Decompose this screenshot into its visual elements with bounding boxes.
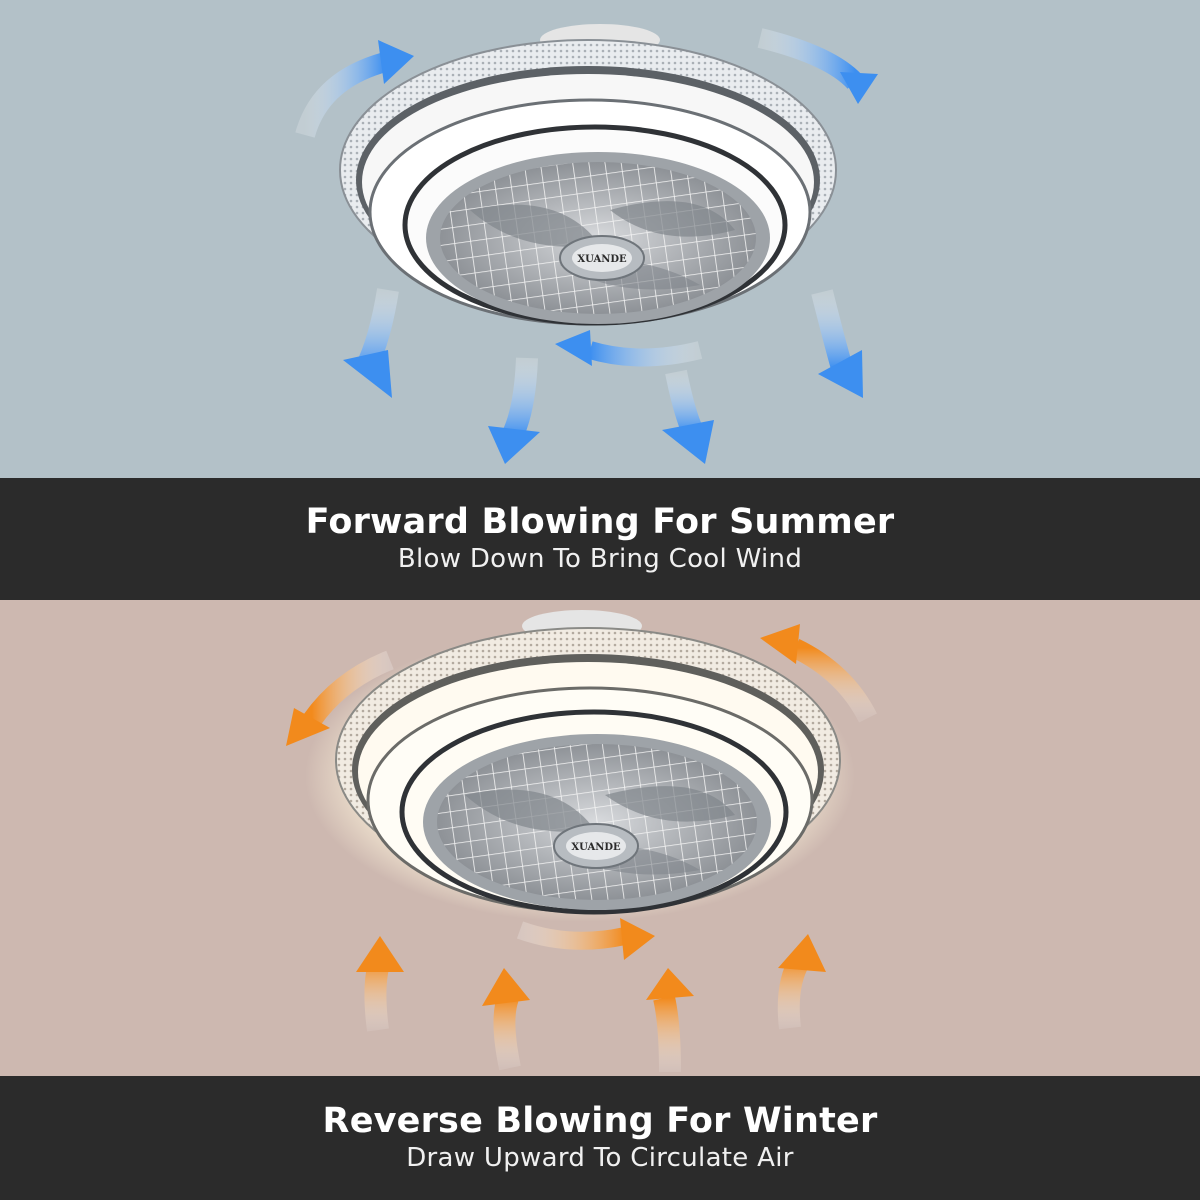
- fan-body: XUANDE: [339, 39, 837, 326]
- winter-caption: Reverse Blowing For Winter Draw Upward T…: [0, 1076, 1200, 1200]
- summer-caption: Forward Blowing For Summer Blow Down To …: [0, 478, 1200, 600]
- arrow-head: [356, 936, 404, 972]
- summer-subtitle: Blow Down To Bring Cool Wind: [397, 544, 803, 574]
- arrow-head: [760, 624, 800, 664]
- up-arrow-2: [493, 994, 521, 1071]
- fan-blade: [465, 789, 595, 832]
- up-arrow-4: [777, 954, 810, 1030]
- arrow-head: [778, 934, 826, 972]
- rotation-arrow-bottom: [516, 921, 627, 950]
- arrow-head: [840, 72, 878, 104]
- down-arrow-4: [811, 289, 853, 372]
- up-arrow-3: [653, 995, 681, 1073]
- arrow-head: [620, 918, 655, 960]
- arrow-head: [482, 968, 530, 1006]
- summer-scene: XUANDE: [0, 0, 1200, 478]
- down-arrow-3: [665, 369, 704, 437]
- winter-subtitle: Draw Upward To Circulate Air: [406, 1143, 794, 1173]
- arrow-head: [818, 350, 863, 398]
- rotation-arrow-right: [757, 28, 863, 90]
- arrow-head: [488, 426, 540, 464]
- airflow-arrows: [286, 624, 877, 1073]
- fan-blade: [605, 786, 735, 822]
- fan-body: XUANDE: [335, 627, 841, 915]
- summer-fan-illustration: XUANDE: [295, 24, 878, 464]
- arrow-head: [555, 330, 592, 366]
- arrow-head: [378, 40, 414, 84]
- winter-scene: XUANDE: [0, 600, 1200, 1076]
- rotation-arrow-left: [295, 52, 388, 138]
- fan-blade: [610, 201, 735, 237]
- arrow-head: [662, 420, 714, 464]
- arrow-head: [286, 708, 330, 746]
- airflow-arrows: [295, 28, 878, 464]
- rotation-arrow-right: [790, 638, 877, 723]
- rotation-arrow-left: [303, 650, 394, 726]
- rotation-arrow-bottom: [587, 341, 703, 367]
- brand-logo: XUANDE: [577, 254, 627, 265]
- winter-title: Reverse Blowing For Winter: [322, 1101, 878, 1141]
- brand-logo: XUANDE: [571, 842, 621, 853]
- winter-fan-illustration: XUANDE: [286, 610, 877, 1073]
- summer-title: Forward Blowing For Summer: [305, 502, 895, 542]
- fan-blade: [470, 204, 600, 247]
- arrow-head: [646, 968, 694, 1000]
- arrow-head: [343, 350, 392, 398]
- down-arrow-2: [501, 357, 538, 441]
